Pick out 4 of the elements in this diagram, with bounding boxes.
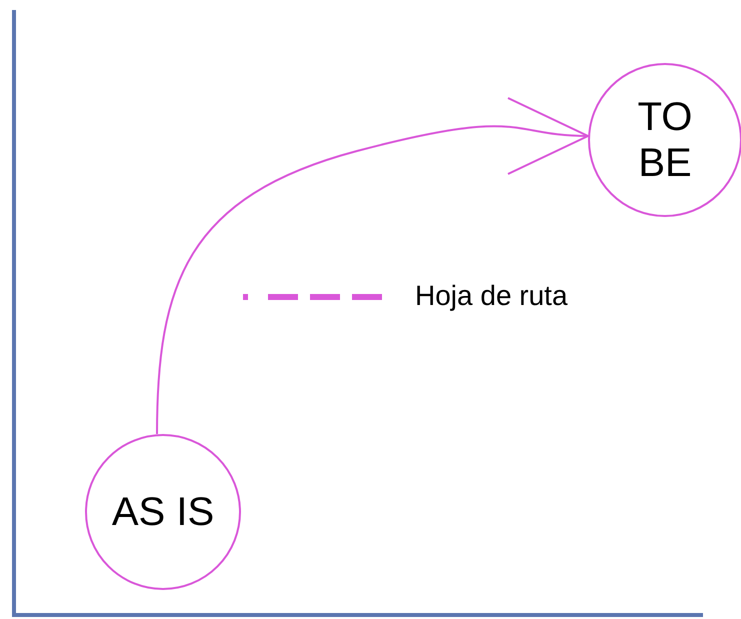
- legend-label: Hoja de ruta: [415, 280, 568, 312]
- node-label: TO BE: [636, 94, 694, 186]
- arrow: [156, 94, 589, 434]
- node-label: AS IS: [112, 489, 214, 535]
